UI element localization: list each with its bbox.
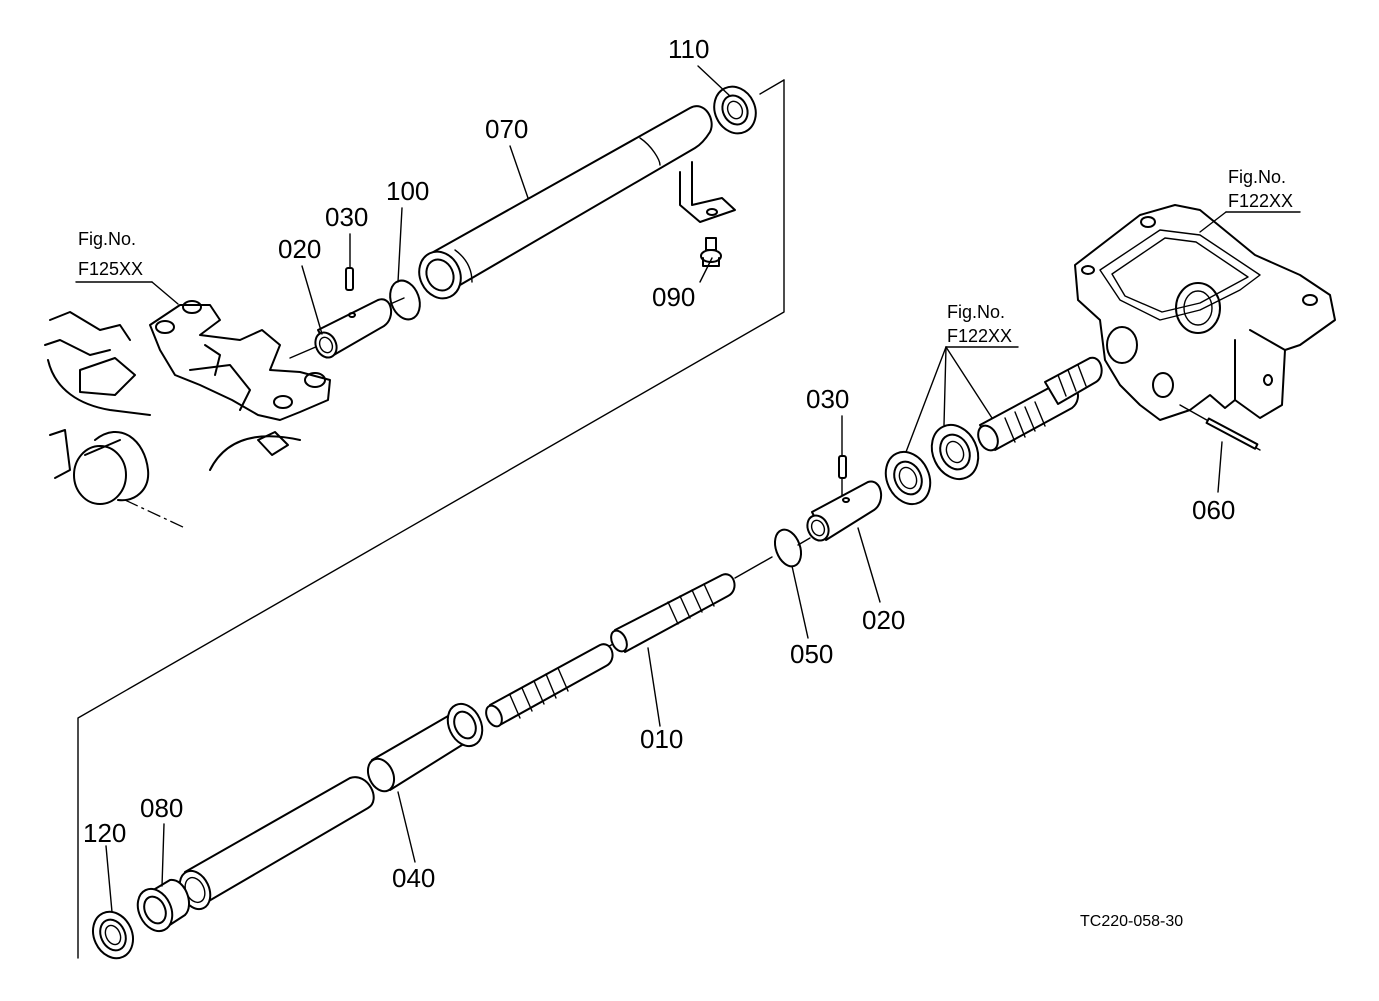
part-080-collar — [136, 878, 190, 933]
callout-070: 070 — [485, 114, 528, 144]
part-040-shaft-sleeve — [178, 702, 484, 911]
callout-060: 060 — [1192, 495, 1235, 525]
figref-left-line1: Fig.No. — [78, 229, 136, 249]
figref-bearing-line1: Fig.No. — [947, 302, 1005, 322]
front-axle-housing — [44, 300, 331, 529]
callout-050: 050 — [790, 639, 833, 669]
figure-references: Fig.No. F125XX Fig.No. F122XX Fig.No. F1… — [78, 167, 1293, 346]
callout-100: 100 — [386, 176, 429, 206]
callout-120: 120 — [83, 818, 126, 848]
part-020-sleeve-upper — [314, 298, 393, 359]
callout-110: 110 — [668, 34, 709, 64]
callout-030-lower: 030 — [806, 384, 849, 414]
drawing-code: TC220-058-30 — [1080, 913, 1183, 930]
ball-bearings — [884, 423, 980, 506]
part-070-shaft-cover-tube — [418, 105, 736, 300]
part-060-input-shaft — [977, 356, 1103, 452]
callout-030-upper: 030 — [325, 202, 368, 232]
part-110-oil-seal — [713, 85, 757, 135]
callout-080: 080 — [140, 793, 183, 823]
figref-housing-line1: Fig.No. — [1228, 167, 1286, 187]
callout-020-upper: 020 — [278, 234, 321, 264]
figref-housing-line2: F122XX — [1228, 191, 1293, 211]
callout-labels: 110 070 090 100 030 020 030 060 020 050 … — [83, 34, 1235, 893]
transmission-case-housing — [1074, 204, 1336, 451]
callout-010: 010 — [640, 724, 683, 754]
part-090-bolt — [700, 237, 722, 267]
callout-020-lower: 020 — [862, 605, 905, 635]
callout-040: 040 — [392, 863, 435, 893]
figref-left-line2: F125XX — [78, 259, 143, 279]
part-020-sleeve-lower — [806, 480, 883, 542]
figref-bearing-line2: F122XX — [947, 326, 1012, 346]
part-050-o-ring — [773, 528, 803, 568]
centre-axis-lines — [289, 297, 811, 652]
part-120-end-seal — [92, 910, 134, 960]
leader-lines — [75, 65, 1301, 913]
assembly-boundary-frame — [77, 79, 785, 959]
callout-090: 090 — [652, 282, 695, 312]
part-030-pin-upper — [345, 267, 354, 291]
part-010-drive-shaft — [485, 573, 736, 728]
